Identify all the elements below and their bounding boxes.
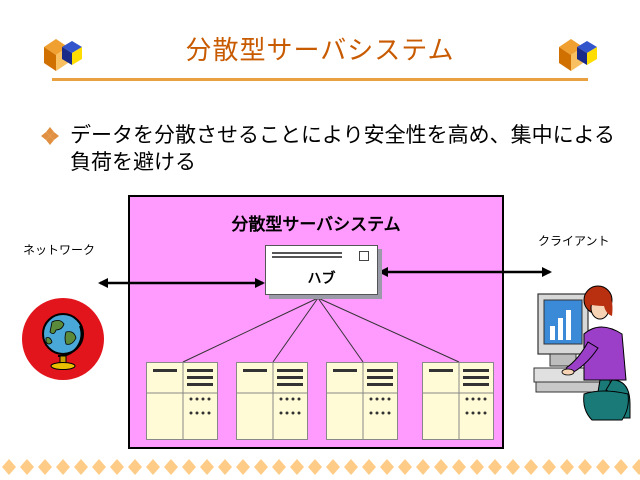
server-icon [146,362,218,440]
bullet-text: データを分散させることにより安全性を高め、集中による負荷を避ける [70,123,615,174]
hub: ハブ [265,245,378,295]
hub-indicator [359,251,369,261]
decorative-border [0,456,640,478]
globe-icon [42,313,84,370]
hub-server-line [317,297,364,363]
server-icon [326,362,398,440]
hub-server-line [272,297,319,363]
client-label: クライアント [538,234,610,248]
cube-icon [44,39,82,71]
page-title: 分散型サーバシステム [185,36,455,66]
hub-icon [272,252,342,260]
network-label: ネットワーク [23,243,96,257]
person-at-computer-icon [533,285,631,421]
diamond-bullet-icon [41,127,59,145]
hub-label: ハブ [307,271,336,287]
system-label: 分散型サーバシステム [231,215,401,235]
server-icon [236,362,308,440]
server-icon [422,362,494,440]
title-divider [52,78,588,81]
hub-server-line [317,297,460,363]
hub-server-line [182,297,319,363]
cube-icon [559,39,597,71]
